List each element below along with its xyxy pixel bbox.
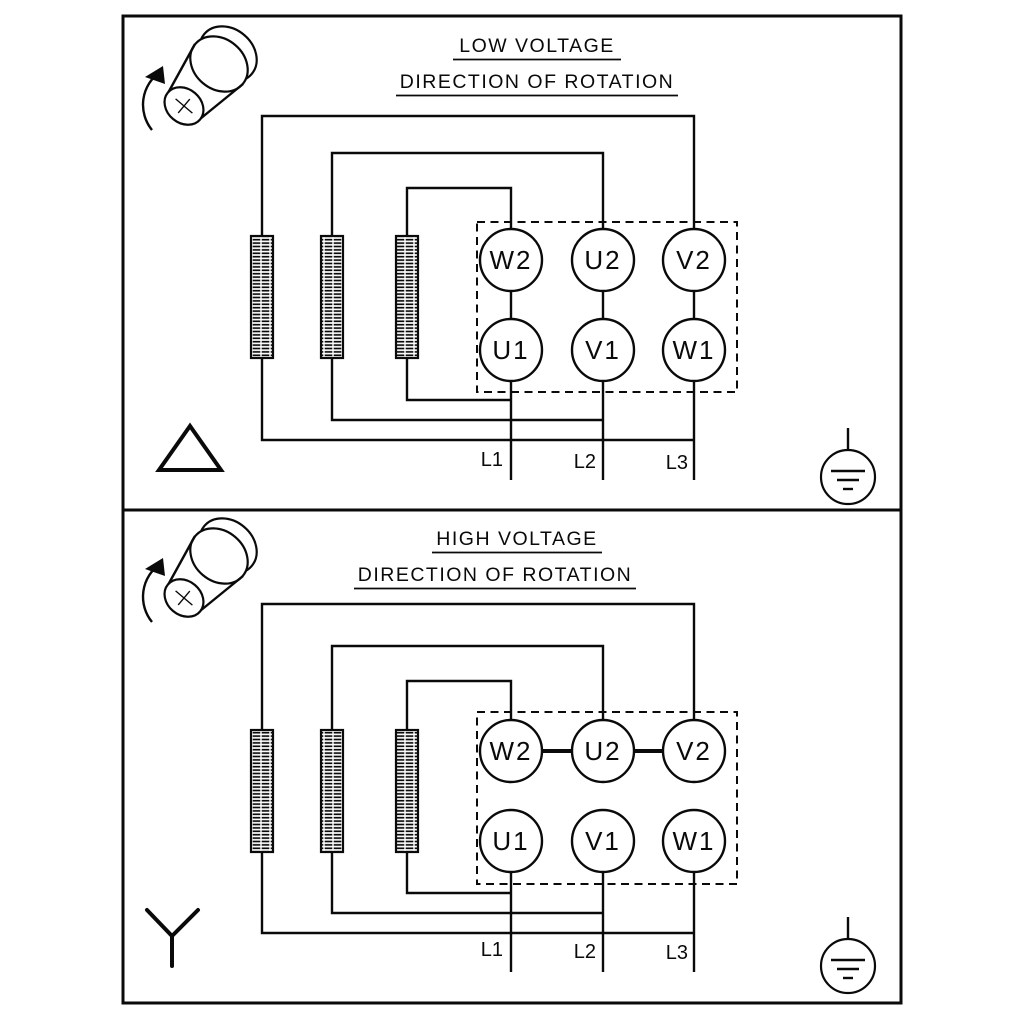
lead-label-l2: L2 xyxy=(574,451,596,473)
earth-ground-icon xyxy=(819,915,877,995)
shaft-rotation-arrow-icon xyxy=(141,505,270,626)
stator-winding-coil-2 xyxy=(319,728,345,854)
earth-ground-icon xyxy=(819,426,877,506)
panel-title: LOW VOLTAGE xyxy=(459,35,615,57)
terminal-u2: U2 xyxy=(570,227,636,293)
terminal-board-outline xyxy=(476,221,738,393)
terminal-v1: V1 xyxy=(570,317,636,383)
terminal-label: U2 xyxy=(584,245,621,275)
terminal-label: U1 xyxy=(492,335,529,365)
terminal-circle xyxy=(661,808,727,874)
winding-wires xyxy=(260,114,696,480)
stator-winding-coil-3 xyxy=(394,234,420,360)
delta-symbol-icon xyxy=(155,422,225,472)
panel-title: HIGH VOLTAGE xyxy=(436,528,597,550)
terminal-label: W1 xyxy=(673,335,716,365)
terminal-label: V2 xyxy=(676,736,712,766)
panel-subtitle: DIRECTION OF ROTATION xyxy=(358,564,633,586)
panel-border xyxy=(121,508,903,1005)
terminal-label: W2 xyxy=(490,245,533,275)
shaft-rotation-arrow-icon xyxy=(141,13,270,134)
lead-label-l1: L1 xyxy=(481,939,503,961)
stator-winding-coil-1 xyxy=(249,234,275,360)
lead-label-l2: L2 xyxy=(574,941,596,963)
terminal-label: W1 xyxy=(673,826,716,856)
stator-winding-coil-3 xyxy=(394,728,420,854)
panel-subtitle: DIRECTION OF ROTATION xyxy=(400,71,675,93)
terminal-label: W2 xyxy=(490,736,533,766)
wye-symbol-icon xyxy=(145,908,200,968)
winding-wires xyxy=(260,602,696,972)
terminal-u1: U1 xyxy=(478,808,544,874)
terminal-w2: W2 xyxy=(478,718,544,784)
stator-winding-coil-2 xyxy=(319,234,345,360)
terminal-label: V1 xyxy=(585,826,621,856)
panel-low-voltage: LOW VOLTAGE DIRECTION OF ROTATION W2 xyxy=(121,13,903,512)
lead-label-l1: L1 xyxy=(481,449,503,471)
lead-label-l3: L3 xyxy=(666,942,688,964)
terminal-label: U2 xyxy=(584,736,621,766)
lead-label-l3: L3 xyxy=(666,452,688,474)
terminal-v2: V2 xyxy=(661,227,727,293)
terminal-w1: W1 xyxy=(661,808,727,874)
terminal-w2: W2 xyxy=(478,227,544,293)
terminal-w1: W1 xyxy=(661,317,727,383)
terminal-u2: U2 xyxy=(570,718,636,784)
terminal-label: V2 xyxy=(676,245,712,275)
terminal-u1: U1 xyxy=(478,317,544,383)
terminal-v1: V1 xyxy=(570,808,636,874)
stator-winding-coil-1 xyxy=(249,728,275,854)
terminal-label: V1 xyxy=(585,335,621,365)
panel-high-voltage: HIGH VOLTAGE DIRECTION OF ROTATION W2 xyxy=(121,505,903,1005)
terminal-circle xyxy=(570,808,636,874)
terminal-label: U1 xyxy=(492,826,529,856)
terminal-v2: V2 xyxy=(661,718,727,784)
terminal-circle xyxy=(478,808,544,874)
